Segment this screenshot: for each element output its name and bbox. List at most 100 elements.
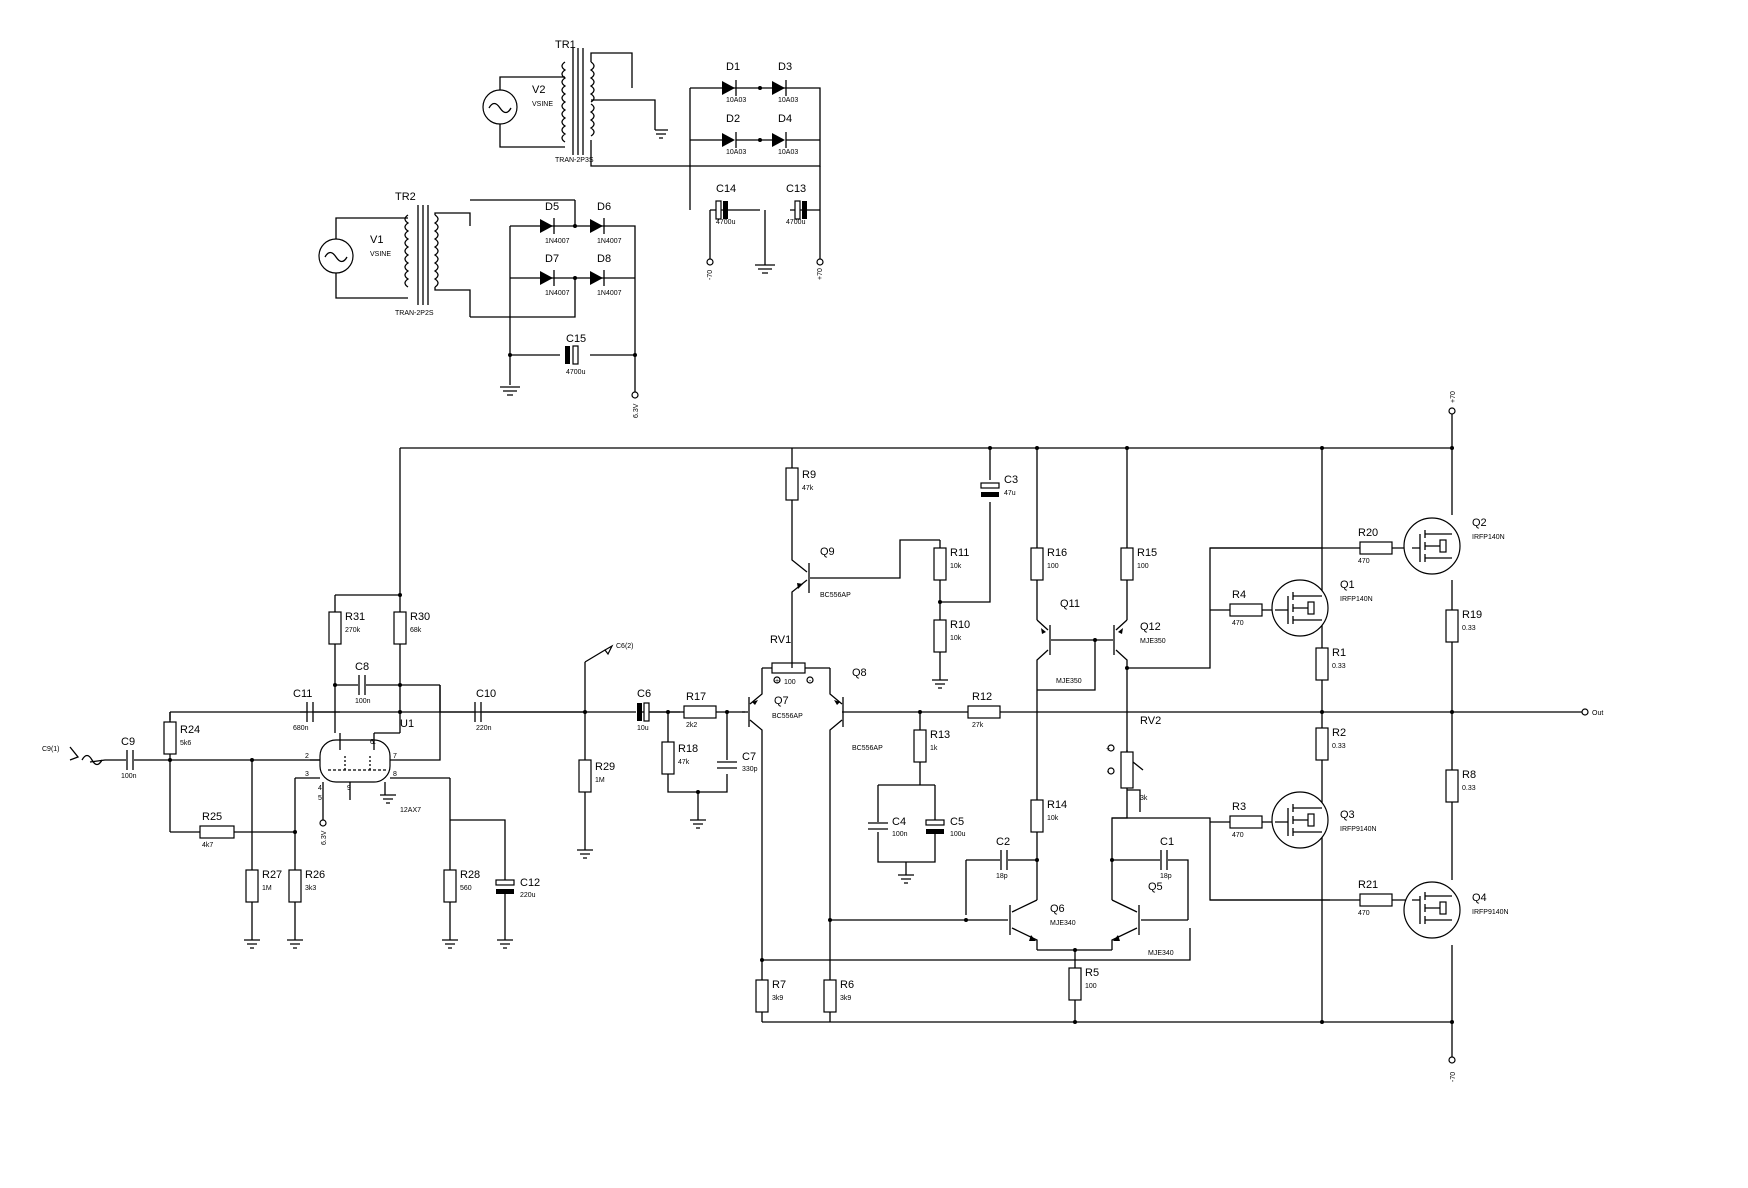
diode-d6 [590,218,605,234]
component-labels: TR1TRAN-2P3STR2TRAN-2P2SV1VSINEV2VSINED1… [121,39,1509,1002]
value-r5: 100 [1085,983,1097,990]
label-d8: D8 [597,253,611,265]
rv1-plus-marker [773,676,781,684]
ground-icon [380,794,396,804]
value-tr2: TRAN-2P2S [395,310,434,317]
value-r1: 0.33 [1332,663,1346,670]
capacitor-c8 [358,675,366,695]
label-r21: R21 [1358,879,1378,891]
resistor-r24 [163,721,177,755]
rv2-minus-marker [1107,767,1115,775]
label-d6: D6 [597,201,611,213]
label-r3: R3 [1232,801,1246,813]
ground-icon [287,939,303,949]
value-r11: 10k [950,563,962,570]
label-d4: D4 [778,113,792,125]
label-c6: C6 [637,688,651,700]
label-c13: C13 [786,183,806,195]
ground-icon [244,939,260,949]
tr1-core [572,48,584,155]
label-r28: R28 [460,869,480,881]
tube-pin-7: 7 [393,753,397,760]
label-tr2: TR2 [395,191,416,203]
net-label-pos70: +70 [1450,391,1457,403]
label-r18: R18 [678,743,698,755]
label-r16: R16 [1047,547,1067,559]
net-label-neg70: -70 [707,270,714,280]
capacitor-c4 [868,822,888,830]
ground-icon [898,874,914,884]
diode-d8 [590,270,605,286]
label-d1: D1 [726,61,740,73]
sine-icon [488,102,512,114]
tr2-core [417,205,429,305]
value-q1: IRFP140N [1340,596,1373,603]
label-d2: D2 [726,113,740,125]
value-d8: 1N4007 [597,290,622,297]
input-pair-stage [630,446,1191,1022]
value-c1: 18p [1160,873,1172,880]
resistor-r14 [1030,799,1044,833]
label-r15: R15 [1137,547,1157,559]
ground-icon [500,386,520,396]
value-c8: 100n [355,698,371,705]
label-q1: Q1 [1340,579,1355,591]
mosfet-q2 [1403,517,1461,575]
label-r12: R12 [972,691,992,703]
capacitor-c15 [565,345,579,365]
value-q8: BC556AP [852,745,883,752]
label-u1: U1 [400,718,414,730]
value-c5: 100u [950,831,966,838]
value-r14: 10k [1047,815,1059,822]
value-rv1: 100 [784,679,796,686]
value-r17: 2k2 [686,722,697,729]
tube-u1-envelope [319,739,391,783]
value-r31: 270k [345,627,361,634]
ground-icon [442,939,458,949]
value-r28: 560 [460,885,472,892]
ground-icon [932,679,948,689]
value-r15: 100 [1137,563,1149,570]
ground-icon [755,264,775,274]
terminal-neg70 [706,258,714,266]
resistor-r26 [288,869,302,903]
label-c11: C11 [293,688,312,700]
capacitor-c5 [925,819,945,826]
input-source-icon[interactable] [69,746,80,761]
capacitor-c9 [126,750,134,770]
capacitor-c6 [637,702,650,722]
rv1-plus-sign: + [775,678,779,685]
label-r14: R14 [1047,799,1067,811]
terminal-out[interactable] [1581,708,1589,716]
value-r24: 5k6 [180,740,191,747]
label-d5: D5 [545,201,559,213]
value-c15: 4700u [566,369,586,376]
value-c9: 100n [121,773,137,780]
value-c2: 18p [996,873,1008,880]
resistor-r19 [1445,609,1459,643]
capacitor-c11 [306,702,314,722]
capacitor-c14 [715,200,728,220]
capacitor-c3 [980,482,1000,489]
mosfet-q4 [1403,881,1461,939]
value-r29: 1M [595,777,605,784]
value-tr1: TRAN-2P3S [555,157,594,164]
rv1-minus-marker [806,676,814,684]
value-c6: 10u [637,725,649,732]
value-q9: BC556AP [820,592,851,599]
net-label-6v3: 6.3V [321,830,328,845]
value-r18: 47k [678,759,690,766]
label-q3: Q3 [1340,809,1355,821]
tube-pin-5: 5 [318,795,322,802]
label-r26: R26 [305,869,325,881]
label-c5: C5 [950,816,964,828]
probe-icon[interactable] [604,644,614,656]
sine-icon [324,251,348,263]
resistor-r20 [1359,541,1393,555]
tube-pin-1: 1 [372,739,376,746]
output-stage [1210,446,1461,1024]
value-r20: 470 [1358,558,1370,565]
capacitor-c13 [794,200,807,220]
label-tr1: TR1 [555,39,576,51]
